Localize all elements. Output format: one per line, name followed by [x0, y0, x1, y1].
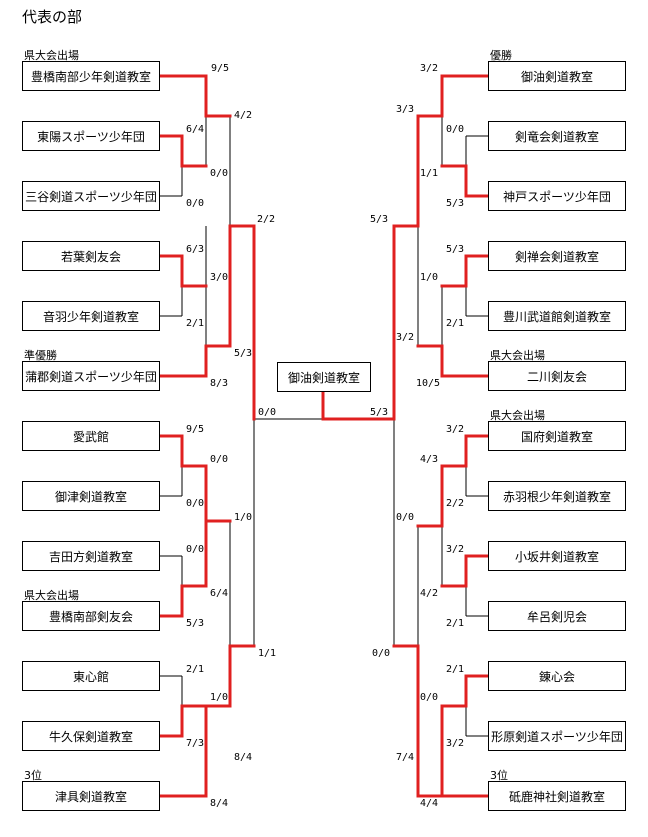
score: 3/2: [396, 332, 415, 343]
team-box: 御油剣道教室: [488, 61, 626, 91]
team-box: 剣竜会剣道教室: [488, 121, 626, 151]
team-box: 国府剣道教室: [488, 421, 626, 451]
score: 8/3: [210, 378, 229, 389]
score: 0/0: [258, 407, 277, 418]
team-box: 愛武館: [22, 421, 160, 451]
team-box: 若葉剣友会: [22, 241, 160, 271]
note-prefectural-2: 県大会出場: [24, 589, 79, 602]
note-third-place-right: 3位: [490, 769, 508, 782]
score: 2/1: [446, 318, 465, 329]
score: 7/4: [396, 752, 415, 763]
team-box: 音羽少年剣道教室: [22, 301, 160, 331]
score: 2/1: [446, 618, 465, 629]
team-box: 吉田方剣道教室: [22, 541, 160, 571]
score: 4/3: [420, 454, 439, 465]
score: 1/1: [420, 168, 439, 179]
score: 9/5: [186, 424, 205, 435]
note-runner-up: 準優勝: [24, 349, 57, 362]
score: 4/2: [420, 588, 439, 599]
score: 8/4: [234, 752, 253, 763]
note-prefectural-3: 県大会出場: [490, 349, 545, 362]
score: 5/3: [446, 244, 465, 255]
note-prefectural-4: 県大会出場: [490, 409, 545, 422]
score: 1/0: [210, 692, 229, 703]
score: 0/0: [186, 198, 205, 209]
team-box: 形原剣道スポーツ少年団: [488, 721, 626, 751]
team-box: 神戸スポーツ少年団: [488, 181, 626, 211]
score: 0/0: [186, 544, 205, 555]
score: 5/3: [186, 618, 205, 629]
score: 1/0: [420, 272, 439, 283]
score: 2/2: [446, 498, 465, 509]
team-box: 三谷剣道スポーツ少年団: [22, 181, 160, 211]
team-box: 御津剣道教室: [22, 481, 160, 511]
note-winner: 優勝: [490, 49, 512, 62]
score: 5/3: [446, 198, 465, 209]
score: 0/0: [420, 692, 439, 703]
score: 4/2: [234, 110, 253, 121]
score: 3/0: [210, 272, 229, 283]
score: 2/1: [186, 318, 205, 329]
score: 1/1: [258, 648, 277, 659]
score: 0/0: [396, 512, 415, 523]
team-box: 豊川武道館剣道教室: [488, 301, 626, 331]
score: 6/3: [186, 244, 205, 255]
score: 2/1: [446, 664, 465, 675]
score: 10/5: [416, 378, 441, 389]
score: 0/0: [186, 498, 205, 509]
team-box: 赤羽根少年剣道教室: [488, 481, 626, 511]
team-box: 津具剣道教室: [22, 781, 160, 811]
score: 3/2: [446, 544, 465, 555]
score: 3/2: [446, 424, 465, 435]
score: 3/2: [446, 738, 465, 749]
score: 1/0: [234, 512, 253, 523]
champion-box: 御油剣道教室: [277, 362, 371, 392]
team-box: 豊橋南部剣友会: [22, 601, 160, 631]
score: 7/3: [186, 738, 205, 749]
score: 0/0: [210, 168, 229, 179]
score: 5/3: [370, 214, 389, 225]
score: 2/2: [257, 214, 276, 225]
score: 5/3: [370, 407, 389, 418]
team-box: 牛久保剣道教室: [22, 721, 160, 751]
score: 3/2: [420, 63, 439, 74]
score: 4/4: [420, 798, 439, 809]
team-box: 砥鹿神社剣道教室: [488, 781, 626, 811]
page-title: 代表の部: [22, 8, 83, 26]
score: 9/5: [211, 63, 230, 74]
team-box: 二川剣友会: [488, 361, 626, 391]
score: 2/1: [186, 664, 205, 675]
score: 0/0: [446, 124, 465, 135]
team-box: 錬心会: [488, 661, 626, 691]
team-box: 剣禅会剣道教室: [488, 241, 626, 271]
note-third-place: 3位: [24, 769, 42, 782]
note-prefectural-1: 県大会出場: [24, 49, 79, 62]
score: 6/4: [186, 124, 205, 135]
team-box: 牟呂剣児会: [488, 601, 626, 631]
team-box: 東陽スポーツ少年団: [22, 121, 160, 151]
team-box: 蒲郡剣道スポーツ少年団: [22, 361, 160, 391]
team-box: 小坂井剣道教室: [488, 541, 626, 571]
score: 5/3: [234, 348, 253, 359]
score: 8/4: [210, 798, 229, 809]
score: 3/3: [396, 104, 415, 115]
score: 6/4: [210, 588, 229, 599]
score: 0/0: [210, 454, 229, 465]
team-box: 東心館: [22, 661, 160, 691]
score: 0/0: [372, 648, 391, 659]
team-box: 豊橋南部少年剣道教室: [22, 61, 160, 91]
